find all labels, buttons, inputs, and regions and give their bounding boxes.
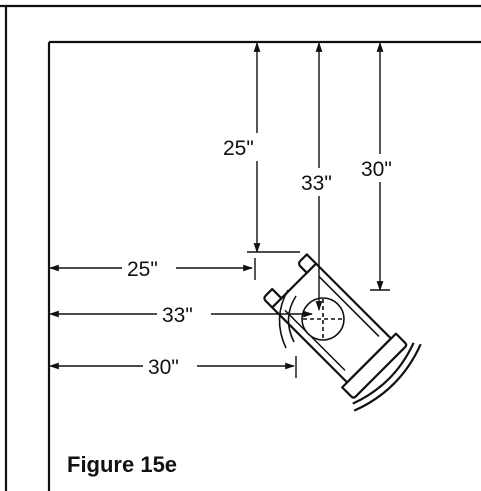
horizontal-dim-25-label: 25" xyxy=(127,258,158,281)
center-reference xyxy=(278,289,345,349)
horizontal-dim-30-label: 30" xyxy=(148,356,179,379)
vertical-dim-33-label: 33" xyxy=(301,172,332,195)
figure-caption: Figure 15e xyxy=(67,452,178,477)
wheelchair-footrest-left xyxy=(297,253,318,274)
vertical-dim-25-label: 25" xyxy=(223,137,254,160)
wheelchair-wheel-arc xyxy=(352,342,415,405)
wheelchair-backrest xyxy=(341,332,408,399)
horizontal-dim-33-label: 33" xyxy=(162,304,193,327)
wall-corner xyxy=(0,4,481,491)
wheelchair-footrest-right xyxy=(263,287,283,309)
wheelchair-wheel-arc-outer xyxy=(353,343,422,412)
vertical-dim-30-label: 30" xyxy=(361,158,392,181)
